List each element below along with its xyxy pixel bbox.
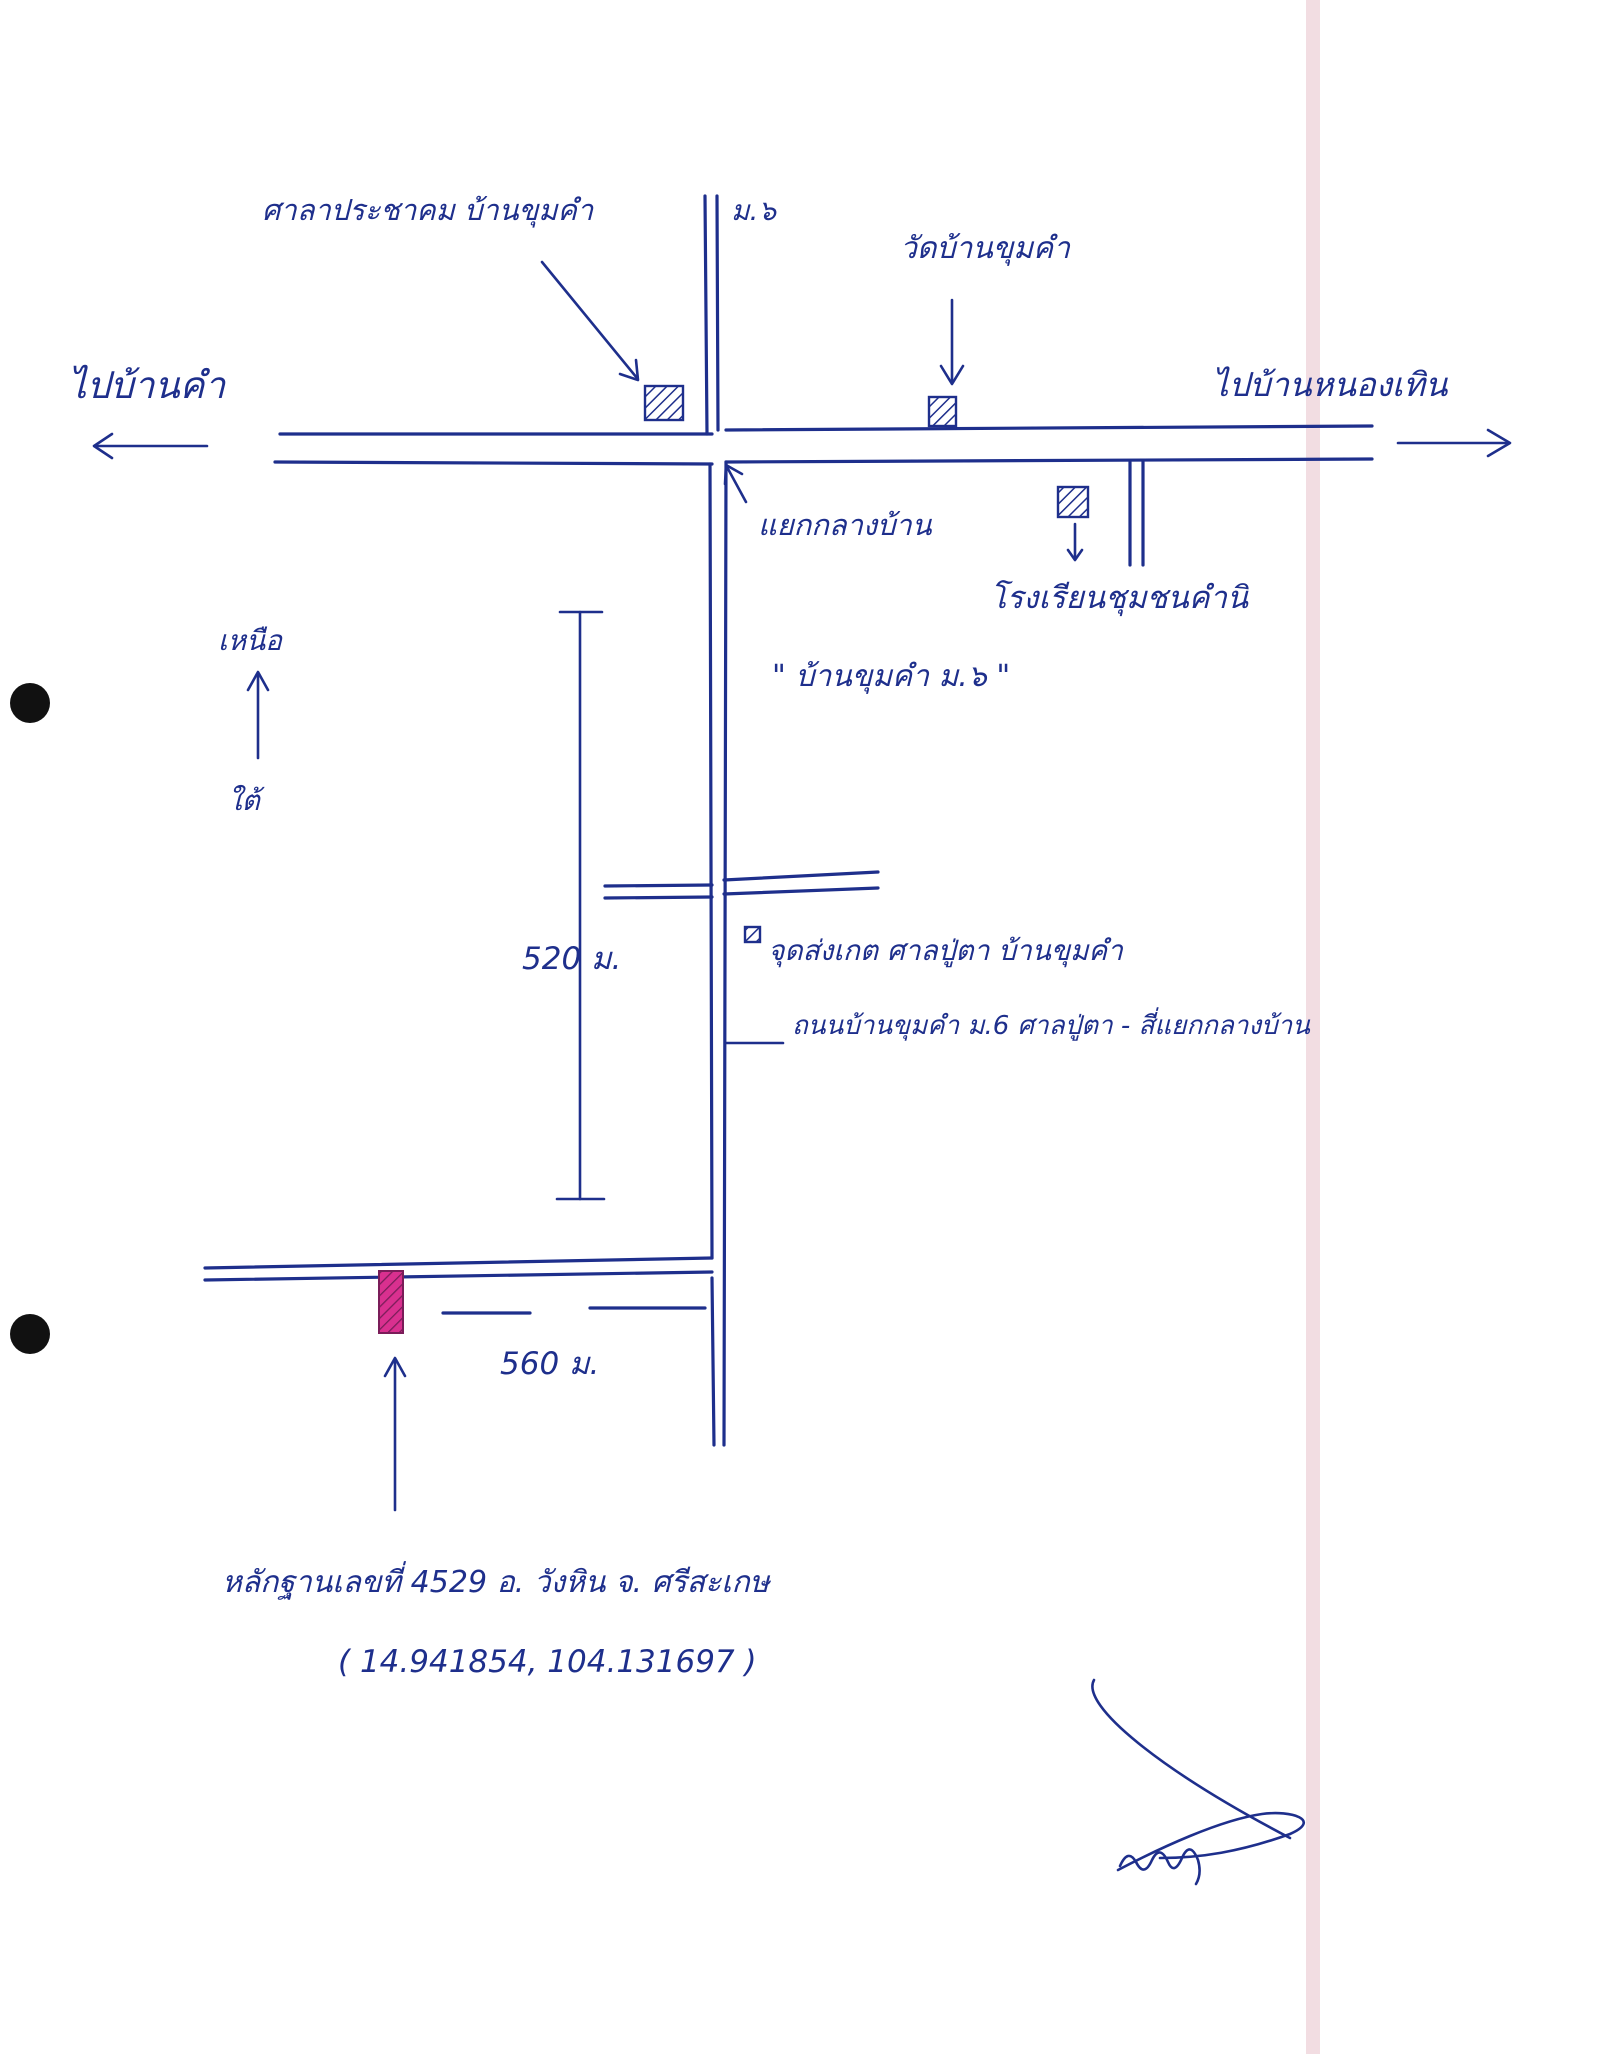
school-label: โรงเรียนชุมชนคำนิ [990,580,1250,617]
temple-hatched-square-icon [927,395,958,428]
north-arrow-icon [246,670,270,760]
junction-label: แยกกลางบ้าน [758,508,933,542]
to-west-label: ไปบ้านคำ [68,364,226,407]
arrow-junction-icon [723,463,748,504]
main-vertical-road [708,460,728,1447]
arrow-east-icon [1396,428,1512,458]
arrow-temple-icon [939,298,965,386]
bottom-west-road [203,1256,714,1282]
arrow-school-icon [1066,522,1084,562]
signature-icon [1091,1678,1306,1886]
distance-560-label: 560 ม. [500,1346,599,1382]
main-east-west-road [273,424,1374,466]
middle-cross-road [603,870,880,900]
binder-hole-bottom [10,1314,50,1354]
north-label: เหนือ [218,624,283,657]
south-label: ใต้ [228,784,265,817]
arrow-parcel-icon [383,1356,407,1512]
dashed-road-segment [441,1306,707,1315]
arrow-hall-icon [540,260,640,382]
north-road-stub [703,194,720,436]
moo6-top-label: ม.๖ [731,194,777,227]
to-east-label: ไปบ้านหนองเทิน [1212,365,1449,404]
checkpoint-square-icon [743,925,762,944]
hall-label: ศาลาประชาคม บ้านขุมคำ [262,193,595,228]
school-side-road [1128,459,1145,567]
hall-hatched-square-icon [643,384,685,422]
road-description-label: ถนนบ้านขุมคำ ม.6 ศาลปู่ตา - สี่แยกกลางบ้… [792,1007,1311,1041]
village-label: " บ้านขุมคำ ม.๖ " [772,659,1010,694]
parcel-label: หลักฐานเลขที่ 4529 อ. วังหิน จ. ศรีสะเกษ [222,1561,772,1600]
distance-520-label: 520 ม. [522,941,621,977]
checkpoint-label: จุดส่งเกต ศาลปู่ตา บ้านขุมคำ [768,934,1124,968]
temple-label: วัดบ้านขุมคำ [900,231,1071,266]
parcel-pink-hatched-icon [378,1270,404,1334]
binder-hole-top [10,683,50,723]
school-hatched-square-icon [1056,485,1090,519]
arrow-west-icon [92,432,209,460]
coordinates-label: ( 14.941854, 104.131697 ) [338,1644,757,1680]
dimension-520-line [555,610,606,1201]
page-edge [1306,0,1320,2054]
